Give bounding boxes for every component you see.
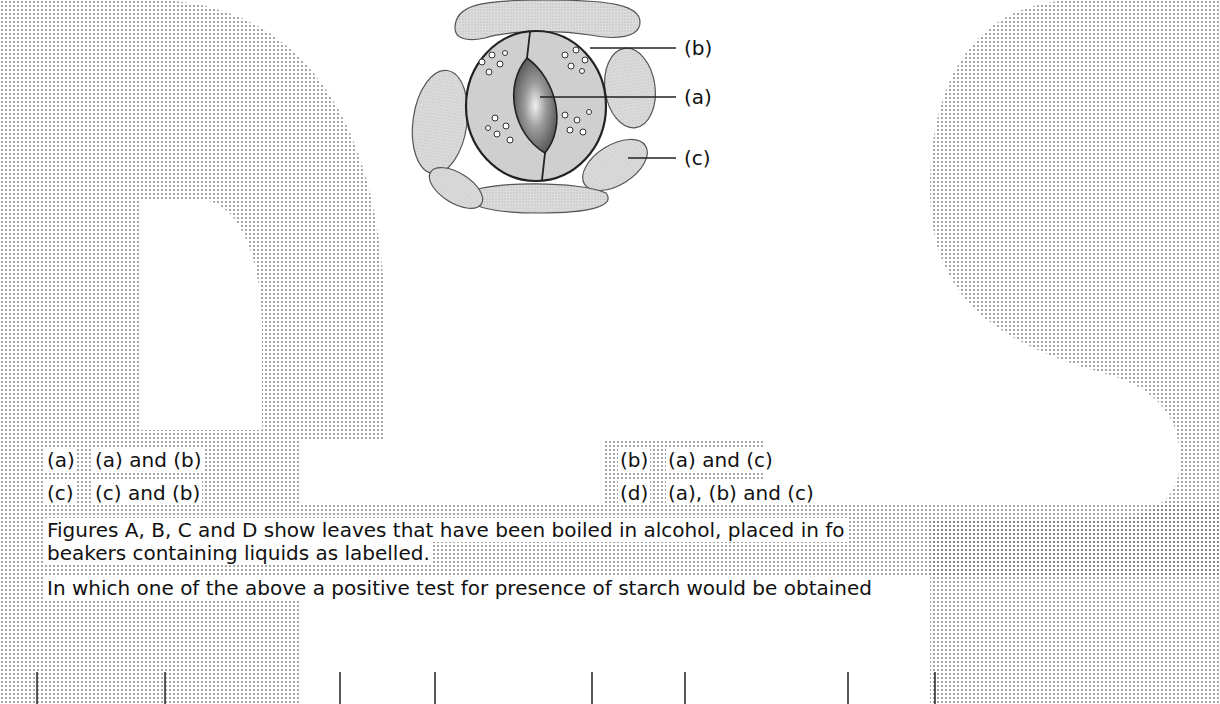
subsidiary-cell	[600, 45, 661, 131]
question-text: Figures A, B, C and D show leaves that h…	[45, 518, 847, 542]
option-letter: (c)	[45, 481, 76, 505]
leader-lines	[540, 48, 676, 158]
option-text: (a) and (b)	[93, 448, 204, 472]
subsidiary-cell	[423, 159, 490, 216]
option-letter: (b)	[618, 448, 650, 472]
stomatal-pore	[514, 58, 557, 153]
table-ticks	[37, 672, 935, 704]
callout-label: (c)	[682, 146, 713, 170]
option-text: (a) and (c)	[666, 448, 775, 472]
question-text: In which one of the above a positive tes…	[45, 576, 874, 600]
stomata-figure	[406, 0, 660, 217]
callout-label: (a)	[682, 85, 714, 109]
option-text: (a), (b) and (c)	[666, 481, 816, 505]
guard-cell-pair	[466, 31, 606, 181]
subsidiary-cell	[469, 184, 608, 213]
option-text: (c) and (b)	[93, 481, 202, 505]
option-letter: (d)	[618, 481, 650, 505]
callout-label: (b)	[682, 36, 714, 60]
option-letter: (a)	[45, 448, 77, 472]
question-text: beakers containing liquids as labelled.	[45, 541, 432, 565]
chloroplasts	[479, 47, 592, 143]
subsidiary-cell	[406, 67, 474, 178]
